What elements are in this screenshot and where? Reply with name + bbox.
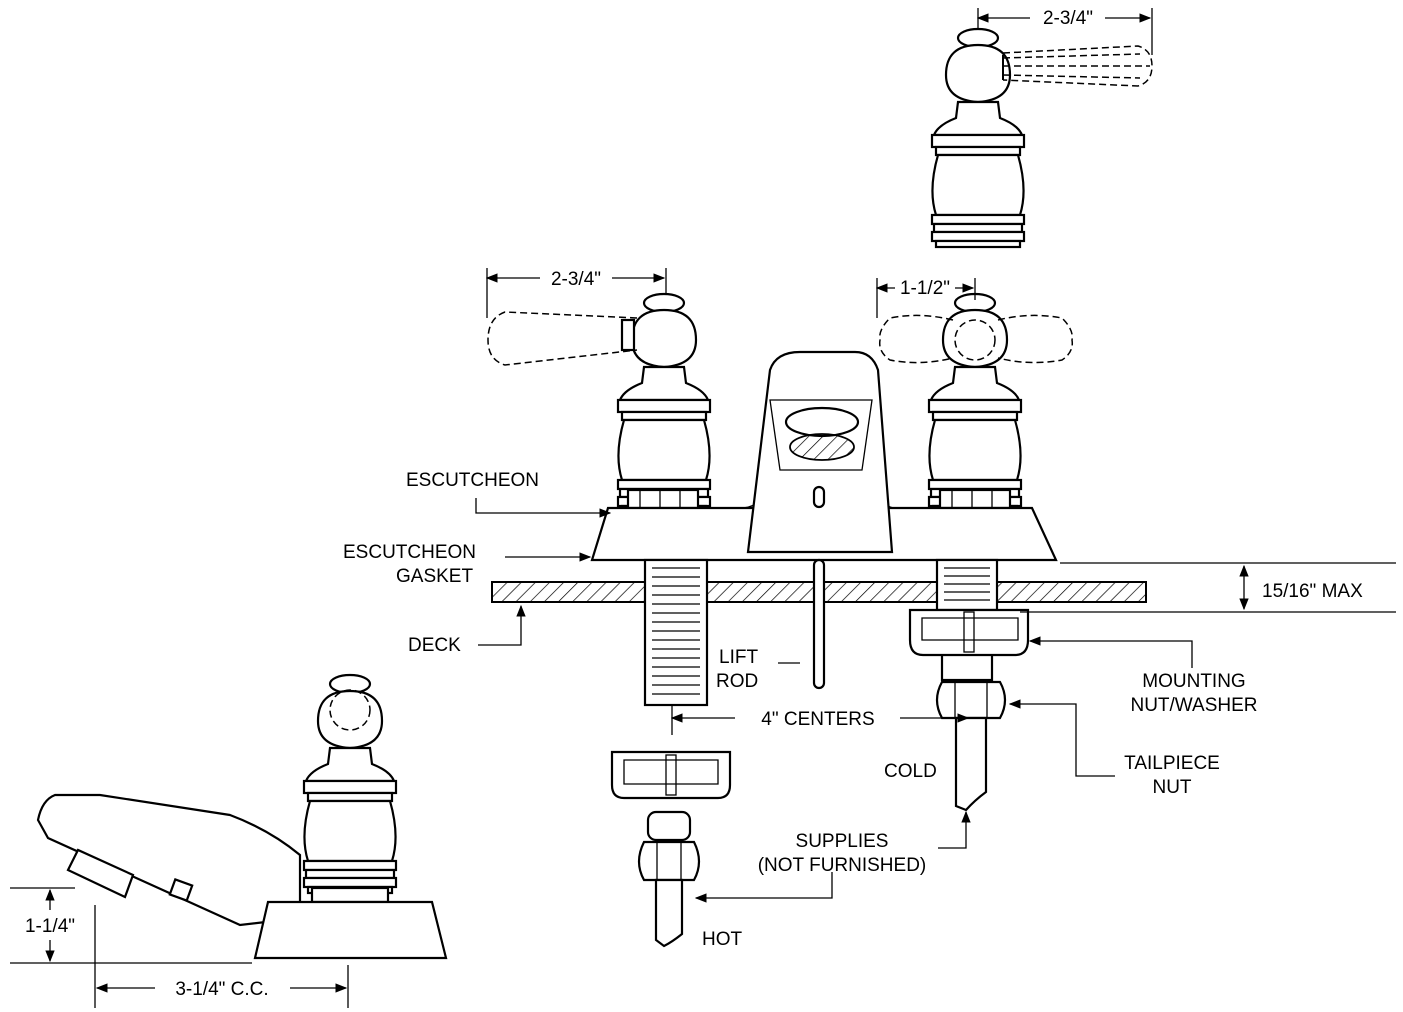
left-lever-dimension: [485, 268, 667, 318]
tailpiece-label-line2: NUT: [1152, 777, 1191, 798]
supplies-hot-leader: [694, 872, 833, 903]
cross-handle-dimension-label: 1-1/2": [900, 278, 950, 299]
gasket-label-line1: ESCUTCHEON: [343, 542, 476, 563]
side-view-handle: [253, 673, 448, 960]
spout-height-dimension: [10, 887, 252, 964]
spout-center-dimension: [94, 905, 349, 1008]
left-lever-handle: [487, 292, 712, 514]
supplies-label-line1: SUPPLIES: [796, 831, 889, 852]
cross-handle-dimension: [875, 278, 976, 318]
deck-leader: [478, 604, 526, 646]
right-cross-handle: [878, 292, 1074, 514]
left-shank: [643, 558, 709, 707]
mounting-nut-leader: [1028, 636, 1193, 668]
escutcheon-leader: [475, 498, 612, 518]
mounting-label-line2: NUT/WASHER: [1130, 695, 1257, 716]
escutcheon-label: ESCUTCHEON: [406, 470, 539, 491]
tailpiece-nut-leader: [1008, 699, 1115, 777]
deck-max-label: 15/16" MAX: [1262, 581, 1363, 602]
deck-label: DECK: [408, 635, 461, 656]
side-view-spout: [36, 793, 302, 927]
top-lever-handle: [930, 27, 1153, 249]
hot-mounting-nut: [610, 750, 732, 800]
centers-label: 4" CENTERS: [761, 709, 874, 730]
gasket-label-line2: GASKET: [396, 566, 473, 587]
supplies-cold-leader: [938, 810, 971, 849]
deck-thickness-dimension: [1020, 562, 1396, 613]
tailpiece-label-line1: TAILPIECE: [1124, 753, 1220, 774]
cold-label: COLD: [884, 761, 937, 782]
centers-dimension: [670, 705, 970, 735]
lift-rod-label-line2: ROD: [716, 671, 758, 692]
lift-rod-label-line1: LIFT: [719, 647, 758, 668]
spout-height-label: 1-1/4": [25, 916, 75, 937]
mounting-label-line1: MOUNTING: [1142, 671, 1245, 692]
right-shank-threads: [944, 567, 990, 601]
lift-rod: [812, 558, 826, 690]
hot-label: HOT: [702, 929, 743, 950]
right-mounting-nut: [908, 608, 1030, 657]
top-lever-dimension-label: 2-3/4": [1043, 8, 1093, 29]
spout-center-label: 3-1/4" C.C.: [175, 979, 268, 1000]
left-shank-threads: [652, 567, 700, 695]
cold-supply-pipe: [954, 716, 988, 812]
left-lever-dimension-label: 2-3/4": [551, 269, 601, 290]
right-tailpiece-nut: [935, 680, 1007, 720]
hot-supply-fitting: [637, 810, 701, 948]
supplies-label-line2: (NOT FURNISHED): [758, 855, 927, 876]
spout: [746, 350, 894, 554]
top-lever-dimension: [976, 8, 1153, 55]
